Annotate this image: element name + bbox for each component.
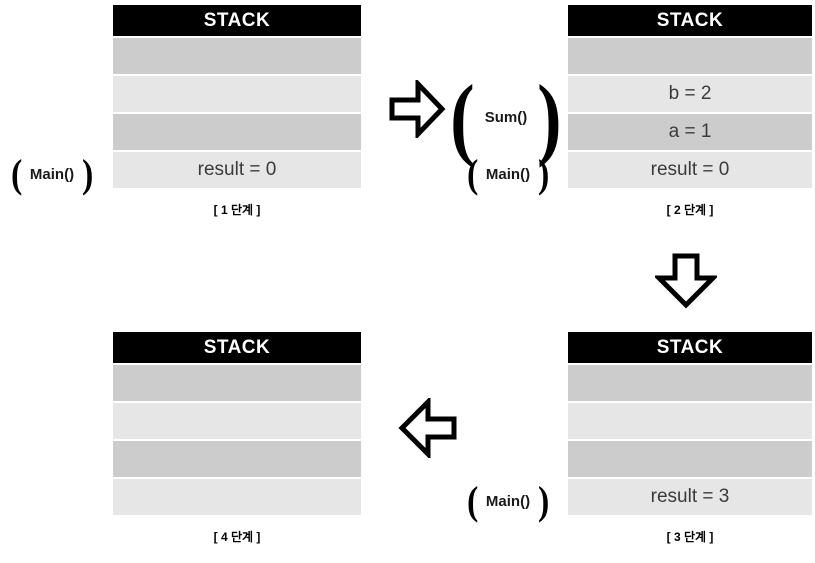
step-caption-step4: [ 4 단계 ] [213,530,261,544]
stack-table-step3: STACK result = 3 [568,332,812,515]
stack-cell-b: b = 2 [568,76,812,112]
stack-diagram-step1: STACK result = 0 [ 1 단계 ] [113,5,361,230]
step-caption-step3: [ 3 단계 ] [666,530,714,544]
bracket-close-icon: ) [82,151,94,196]
bracket-open-icon: ( [10,151,22,196]
stack-header-step2: STACK [568,5,812,36]
stack-cell [113,441,361,477]
stack-cell [113,479,361,515]
bracket-close-icon: ) [538,151,550,196]
frame-name: Sum() [484,108,528,126]
stack-cell [568,441,812,477]
stack-diagram-step2: STACK b = 2 a = 1 result = 0 [ 2 단계 ] [568,5,812,230]
stack-diagram-step3: STACK result = 3 [ 3 단계 ] [568,332,812,557]
stack-cell [568,403,812,439]
frame-name: Main() [29,165,75,183]
bracket-open-icon: ( [450,66,475,168]
stack-cell-result: result = 0 [113,152,361,188]
arrow-left-icon [398,398,458,458]
bracket-open-icon: ( [466,151,478,196]
bracket-close-icon: ) [537,66,562,168]
stack-cell-result: result = 0 [568,152,812,188]
stack-header-step3: STACK [568,332,812,363]
frame-label-sum-step2: ( Sum() ) [448,71,564,163]
frame-label-main-step2: ( Main() ) [452,151,564,196]
frame-name: Main() [485,492,531,510]
stack-cell [568,365,812,401]
arrow-right-icon [388,80,446,138]
stack-cell-a: a = 1 [568,114,812,150]
frame-name: Main() [485,165,531,183]
stack-table-step4: STACK [113,332,361,515]
stack-table-step1: STACK result = 0 [113,5,361,188]
arrow-down-icon [655,252,717,310]
step-caption-step2: [ 2 단계 ] [666,203,714,217]
stack-cell-result: result = 3 [568,479,812,515]
bracket-open-icon: ( [466,478,478,523]
stack-diagram-step4: STACK [ 4 단계 ] [113,332,361,557]
stack-table-step2: STACK b = 2 a = 1 result = 0 [568,5,812,188]
stack-cell [113,403,361,439]
stack-cell [113,114,361,150]
stack-cell [113,76,361,112]
stack-header-step1: STACK [113,5,361,36]
frame-label-main-step1: ( Main() ) [0,151,108,196]
bracket-close-icon: ) [538,478,550,523]
step-caption-step1: [ 1 단계 ] [213,203,261,217]
stack-cell [113,38,361,74]
frame-label-main-step3: ( Main() ) [452,478,564,523]
stack-header-step4: STACK [113,332,361,363]
stack-cell [568,38,812,74]
stack-cell [113,365,361,401]
